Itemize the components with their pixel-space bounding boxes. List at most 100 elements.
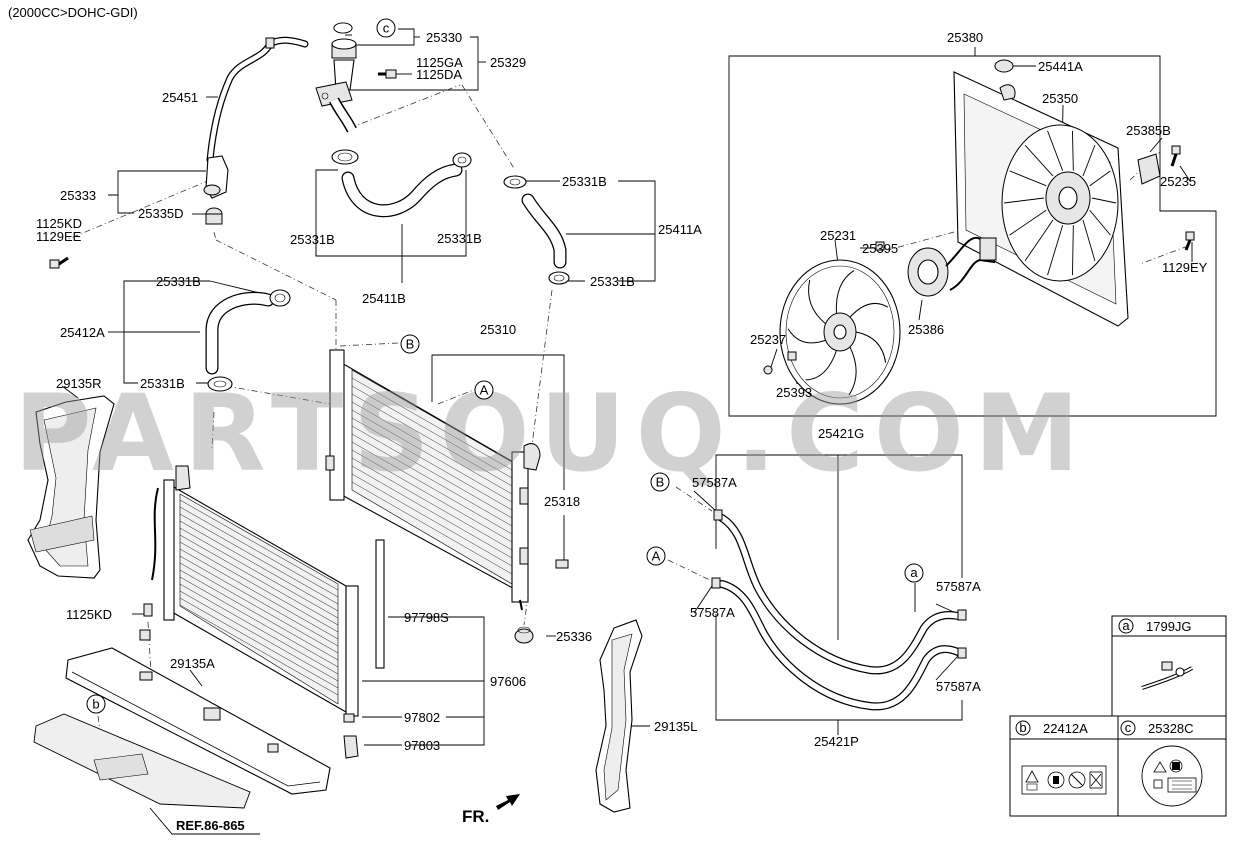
motor-25386: [763, 236, 997, 375]
label-25395: 25395: [862, 241, 898, 256]
label-25310: 25310: [480, 322, 516, 337]
label-1125da: 1125DA: [416, 67, 462, 82]
label-25393: 25393: [776, 385, 812, 400]
label-25231: 25231: [820, 228, 856, 243]
pipe-25421g: [713, 509, 967, 675]
label-1129ee: 1129EE: [36, 229, 82, 244]
legend-table: a 1799JG b 22412A c: [1009, 615, 1227, 817]
label-29135r: 29135R: [56, 376, 102, 391]
label-25235: 25235: [1160, 174, 1196, 189]
label-25335d: 25335D: [138, 206, 184, 221]
label-97803: 97803: [404, 738, 440, 753]
callout-B-radiator: B: [400, 334, 420, 354]
svg-text:b: b: [1019, 720, 1026, 735]
label-25385b: 25385B: [1126, 123, 1171, 138]
reservoir-bracket: [203, 155, 229, 225]
bolt-1125kd-left: [49, 256, 69, 269]
fan-shroud-25350: [953, 59, 1195, 327]
label-25421g: 25421G: [818, 426, 864, 441]
label-57587a-right-top: 57587A: [936, 579, 981, 594]
reference-shield: [33, 713, 260, 835]
label-1125kd-lower: 1125KD: [66, 607, 112, 622]
condenser-97606: [151, 465, 385, 759]
legend-a-header: a 1799JG: [1118, 618, 1192, 634]
radiator-25310: [325, 349, 569, 611]
svg-text:A: A: [480, 383, 489, 398]
callout-A-pipe: A: [646, 546, 666, 566]
warning-label-22412a-icon: [1021, 765, 1107, 795]
label-25331b-25412a-bottom: 25331B: [140, 376, 185, 391]
svg-text:b: b: [92, 697, 99, 712]
svg-text:B: B: [656, 475, 665, 490]
legend-c-code: 25328C: [1148, 721, 1194, 736]
label-25331b-upper-right: 25331B: [437, 231, 482, 246]
label-25336: 25336: [556, 629, 592, 644]
callout-B-pipe: B: [650, 472, 670, 492]
label-25333: 25333: [60, 188, 96, 203]
label-25411a: 25411A: [658, 222, 702, 237]
label-25441a: 25441A: [1038, 59, 1083, 74]
label-57587a-right-bottom: 57587A: [936, 679, 981, 694]
label-57587a-left: 57587A: [690, 605, 735, 620]
front-label: FR.: [462, 807, 489, 826]
label-25411b: 25411B: [362, 291, 406, 306]
label-25331b-upper-left: 25331B: [290, 232, 335, 247]
front-direction-indicator: FR.: [462, 794, 520, 826]
cap-label-25328c-icon: [1141, 745, 1203, 807]
label-1125kd-left: 1125KD: [36, 216, 82, 231]
callout-b-cover: b: [86, 694, 106, 714]
legend-b-code: 22412A: [1043, 721, 1088, 736]
fan-25231: [779, 259, 901, 405]
callout-c-top: c: [333, 18, 396, 38]
filler-neck-assembly: [315, 22, 397, 133]
label-25331b-25412a-top: 25331B: [156, 274, 201, 289]
callout-a-pipe: a: [904, 563, 924, 583]
watermark: PARTSOUQ.COM: [14, 372, 1089, 495]
hose-25412a: [205, 289, 291, 392]
label-97606: 97606: [490, 674, 526, 689]
mount-25336: [514, 626, 534, 644]
svg-text:c: c: [383, 21, 390, 36]
label-97798s: 97798S: [404, 610, 449, 625]
leader-lines: [61, 28, 1217, 746]
label-25451: 25451: [162, 90, 198, 105]
label-1129ey: 1129EY: [1162, 260, 1208, 275]
upper-hose-25411b: [331, 149, 472, 218]
label-25329: 25329: [490, 55, 526, 70]
label-25350: 25350: [1042, 91, 1078, 106]
reference-label: REF.86-865: [176, 818, 245, 833]
label-25331b-25411a-bottom: 25331B: [590, 274, 635, 289]
label-57587a-top: 57587A: [692, 475, 737, 490]
engine-spec: (2000CC>DOHC-GDI): [8, 5, 138, 20]
svg-text:a: a: [910, 565, 918, 580]
label-25237: 25237: [750, 332, 786, 347]
part-labels: (2000CC>DOHC-GDI) 25330 25329 1125GA 112…: [8, 5, 1208, 833]
label-25386: 25386: [908, 322, 944, 337]
front-arrow-icon: [496, 794, 520, 810]
label-25318: 25318: [544, 494, 580, 509]
label-25330: 25330: [426, 30, 462, 45]
callout-A-radiator: A: [474, 380, 494, 400]
air-guard-29135l: [595, 619, 643, 813]
svg-text:A: A: [652, 549, 661, 564]
label-25380: 25380: [947, 30, 983, 45]
clip-1799jg-icon: [1141, 661, 1193, 690]
air-guard-29135r: [27, 395, 115, 579]
legend-b-header: b 22412A: [1015, 720, 1088, 736]
label-97802: 97802: [404, 710, 440, 725]
legend-c-header: c 25328C: [1120, 720, 1194, 736]
svg-text:c: c: [1125, 720, 1132, 735]
overflow-hose: [206, 36, 309, 164]
label-25331b-25411a-top: 25331B: [562, 174, 607, 189]
label-25421p: 25421P: [814, 734, 859, 749]
lower-cover-29135a: [65, 603, 331, 795]
pipe-25421p: [711, 577, 967, 711]
label-1125ga: 1125GA: [416, 55, 463, 70]
label-25412a: 25412A: [60, 325, 105, 340]
label-29135a: 29135A: [170, 656, 215, 671]
label-29135l: 29135L: [654, 719, 697, 734]
svg-text:a: a: [1122, 618, 1130, 633]
svg-text:B: B: [406, 337, 415, 352]
hose-25411a: [503, 175, 570, 285]
